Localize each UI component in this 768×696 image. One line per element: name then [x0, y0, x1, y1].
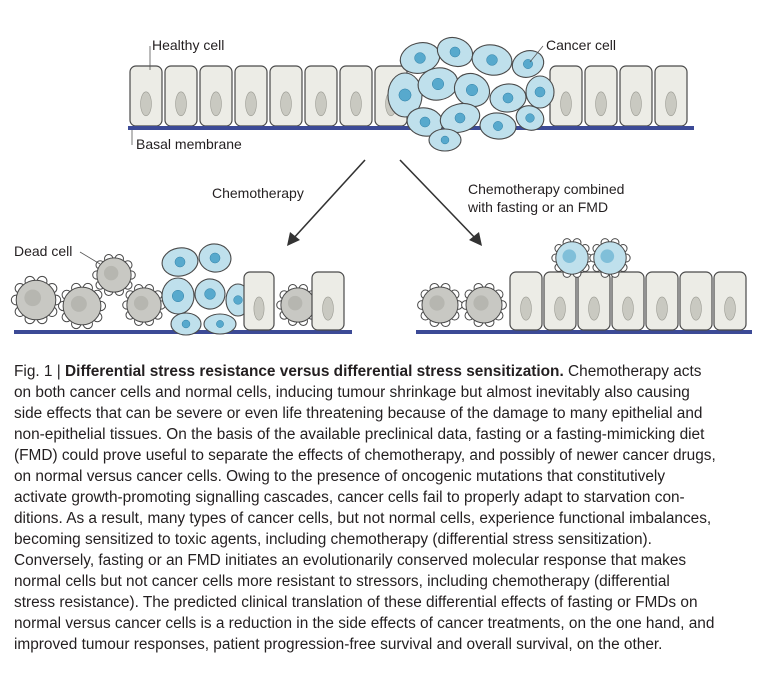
healthy-cell — [577, 271, 611, 331]
chemotherapy-outcome-panel — [10, 243, 352, 336]
healthy-cell — [243, 271, 275, 331]
caption-line-5: (FMD) could prove useful to separate the… — [14, 447, 716, 464]
caption-title: Differential stress resistance versus di… — [65, 363, 564, 380]
chemo-fasting-label-line2: with fasting or an FMD — [467, 199, 608, 215]
caption-line-11: normal cells but not cancer cells more r… — [14, 573, 670, 590]
dead-cell — [57, 282, 107, 330]
dead-cell — [417, 282, 463, 328]
healthy-cell — [549, 65, 583, 127]
basal-membrane-label: Basal membrane — [136, 136, 242, 152]
dead-cell-leader — [79, 251, 101, 265]
cancer-cell-leader — [529, 45, 544, 63]
left-arrow-shaft — [291, 159, 366, 241]
healthy-cell — [311, 271, 345, 331]
caption-line-14: improved tumour responses, patient progr… — [14, 636, 663, 653]
left-arrow-head — [287, 232, 300, 246]
dead-cell-label: Dead cell — [14, 243, 72, 259]
healthy-cell — [269, 65, 303, 127]
healthy-cell — [543, 271, 577, 331]
cancer-cell — [170, 312, 202, 336]
sensitized-cancer-cell — [551, 238, 593, 278]
dead-cell — [10, 275, 62, 325]
chemotherapy-label: Chemotherapy — [212, 185, 304, 201]
cancer-cell — [428, 128, 462, 152]
right-arrow-head — [469, 232, 482, 246]
healthy-cell — [339, 65, 373, 127]
healthy-cell — [713, 271, 747, 331]
caption-line-4: non-epithelial tissues. On the basis of … — [14, 426, 705, 443]
healthy-cell — [679, 271, 713, 331]
sensitized-cancer-cell — [589, 238, 631, 278]
healthy-cell — [164, 65, 198, 127]
healthy-cell — [129, 65, 163, 127]
cancer-cell — [436, 36, 474, 68]
caption-line-7: activate growth-promoting signalling cas… — [14, 489, 685, 506]
cancer-cell — [203, 313, 237, 335]
caption-line-8: ditions. As a result, many types of canc… — [14, 510, 712, 527]
healthy-cell — [584, 65, 618, 127]
cancer-cell — [525, 75, 555, 109]
healthy-cell — [654, 65, 688, 127]
healthy-cell — [645, 271, 679, 331]
cancer-cell — [198, 243, 232, 273]
caption-line-10: Conversely, fasting or an FMD initiates … — [14, 552, 687, 569]
caption-line-12: stress resistance). The predicted clinic… — [14, 594, 698, 611]
cancer-cell-label: Cancer cell — [546, 37, 616, 53]
dead-cell — [92, 254, 136, 296]
cancer-cell — [439, 102, 481, 134]
figure-illustration: Healthy cell Cancer cell Basal membrane … — [10, 36, 752, 336]
healthy-cell — [509, 271, 543, 331]
right-arrow-shaft — [399, 159, 478, 241]
healthy-cell — [619, 65, 653, 127]
top-tissue-panel — [128, 36, 694, 152]
cancer-cell — [471, 44, 513, 76]
cancer-cell — [161, 277, 195, 315]
dead-cell — [122, 284, 166, 326]
caption-text: Chemotherapy acts — [563, 363, 702, 380]
caption-line-2: on both cancer cells and normal cells, i… — [14, 384, 690, 401]
healthy-cell — [199, 65, 233, 127]
cancer-cell — [489, 83, 527, 113]
cancer-cell — [161, 247, 199, 277]
cancer-cell — [417, 67, 459, 101]
dead-cell — [461, 282, 507, 328]
dead-cell — [276, 284, 320, 326]
caption-line-3: side effects that can be severe or even … — [14, 405, 703, 422]
caption-line-13: normal versus cancer cells is a reductio… — [14, 615, 715, 632]
cancer-cell — [515, 105, 545, 131]
caption-prefix: Fig. 1 | — [14, 363, 66, 380]
cancer-cell — [479, 112, 517, 140]
cancer-cell — [399, 42, 441, 74]
healthy-cell — [304, 65, 338, 127]
healthy-cell-label: Healthy cell — [152, 37, 224, 53]
arrows — [287, 159, 482, 246]
healthy-cell — [611, 271, 645, 331]
caption-line-9: becoming sensitized to toxic agents, inc… — [14, 531, 652, 548]
healthy-cell — [234, 65, 268, 127]
chemo-fasting-label-line1: Chemotherapy combined — [468, 181, 624, 197]
caption-line-1: Fig. 1 | Differential stress resistance … — [14, 361, 758, 382]
caption-line-6: on normal versus cancer cells. Owing to … — [14, 468, 666, 485]
fasting-outcome-panel — [416, 238, 752, 334]
figure-caption: Fig. 1 | Differential stress resistance … — [14, 361, 758, 655]
cancer-cell — [194, 278, 226, 310]
